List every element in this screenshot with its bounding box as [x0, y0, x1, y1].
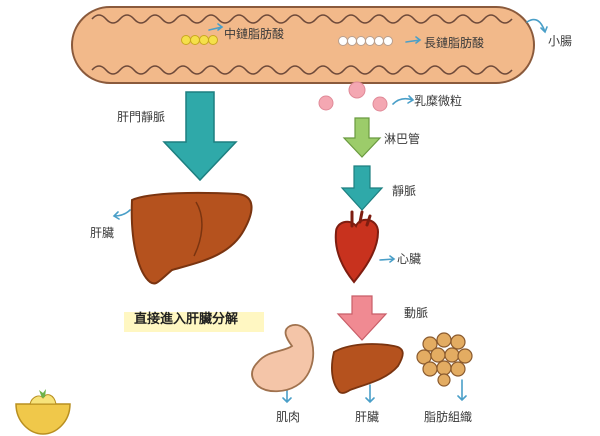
liver-left-curved-arrow-icon [112, 209, 131, 220]
heart-icon [334, 210, 380, 284]
mcfa-molecule-icon [181, 35, 218, 45]
intestine-wave-bottom [91, 65, 513, 75]
liver-bottom-label: 肝臟 [355, 410, 380, 424]
mcfa-label: 中鏈脂肪酸 [224, 27, 285, 41]
fat-down-arrow-icon [457, 379, 467, 402]
chylomicron-label: 乳糜微粒 [414, 94, 463, 108]
artery-arrow-icon [336, 295, 388, 341]
small-intestine-label: 小腸 [548, 34, 573, 48]
portal-vein-arrow-icon [162, 91, 238, 182]
portal-vein-label: 肝門靜脈 [117, 110, 166, 124]
mcfa-arrow-icon [208, 23, 224, 31]
artery-label: 動脈 [404, 306, 429, 320]
lymph-arrow-icon [342, 117, 382, 158]
vein-arrow-icon [340, 165, 384, 211]
heart-label: 心臟 [397, 252, 422, 266]
direct-metabolism-label: 直接進入肝臟分解 [134, 312, 239, 327]
direct-highlight [124, 312, 264, 332]
lcfa-molecule-icon [338, 36, 393, 46]
intestine-curved-arrow-icon [526, 18, 548, 34]
liver-left-icon [130, 191, 253, 285]
lemon-logo-icon [15, 389, 71, 435]
intestine-wave-top [91, 14, 513, 24]
fat-tissue-icon [416, 332, 473, 387]
lymph-label: 淋巴管 [384, 132, 421, 146]
small-intestine-tube [71, 6, 535, 84]
vein-label: 靜脈 [392, 184, 417, 198]
liver-bottom-down-arrow-icon [365, 384, 375, 404]
adipose-label: 脂肪組織 [424, 410, 473, 424]
liver-left-label: 肝臟 [90, 226, 115, 240]
liver-bottom-icon [331, 343, 404, 394]
chylomicron-icon [318, 81, 388, 112]
lcfa-arrow-icon [405, 36, 422, 44]
lcfa-label: 長鏈脂肪酸 [424, 36, 485, 50]
chylo-curved-arrow-icon [392, 95, 415, 105]
muscle-icon [251, 324, 315, 393]
heart-arrow-icon [379, 255, 396, 263]
muscle-label: 肌肉 [276, 410, 301, 424]
